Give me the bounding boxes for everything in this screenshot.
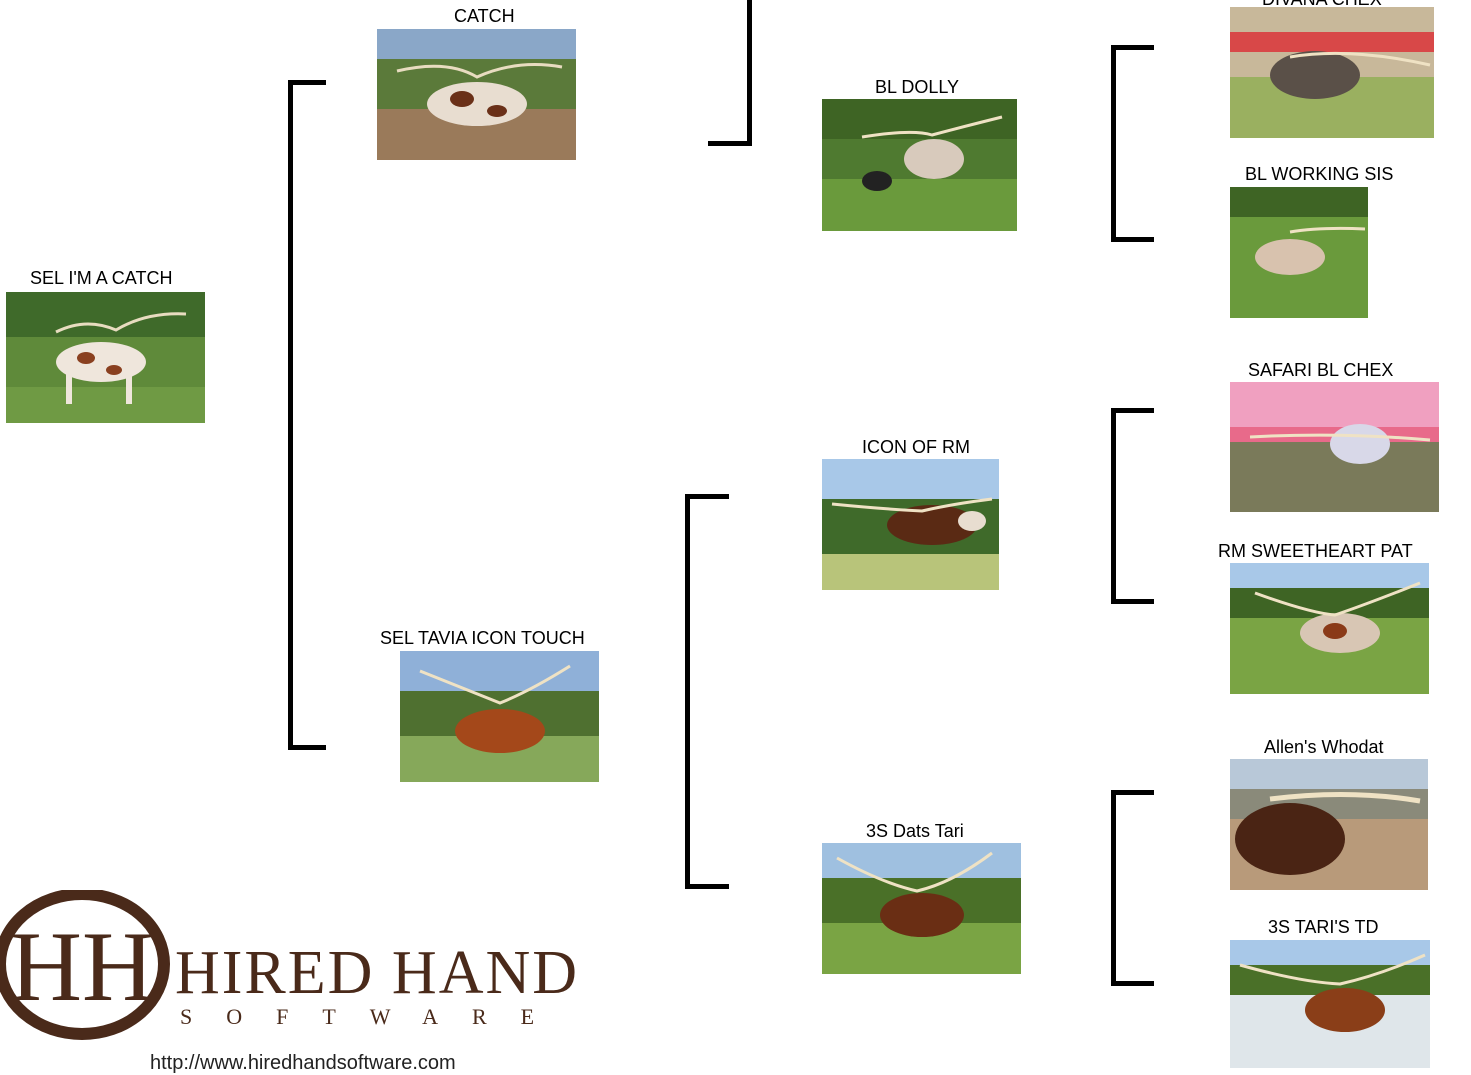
- brand-title: HIRED HAND: [175, 939, 580, 1007]
- animal-photo: [377, 29, 576, 160]
- bracket-catch-to-dolly: [708, 0, 752, 146]
- animal-photo: [822, 843, 1021, 974]
- animal-photo: [6, 292, 205, 423]
- animal-name: SAFARI BL CHEX: [1248, 360, 1394, 380]
- animal-photo: [1230, 563, 1429, 694]
- animal-photo: [822, 99, 1017, 231]
- animal-name: ICON OF RM: [862, 437, 970, 457]
- animal-photo: [1230, 382, 1439, 512]
- animal-name: DIVANA CHEX: [1262, 0, 1382, 9]
- animal-name: BL DOLLY: [875, 77, 960, 97]
- monogram-icon: HH: [0, 890, 170, 1040]
- animal-name: CATCH: [454, 6, 515, 26]
- animal-name: 3S Dats Tari: [866, 821, 964, 841]
- animal-photo: [400, 651, 599, 782]
- bracket-subject-parents: [288, 80, 326, 750]
- animal-name: BL WORKING SIS: [1245, 164, 1394, 184]
- bracket-dolly-parents: [1111, 45, 1154, 242]
- animal-name: Allen's Whodat: [1264, 737, 1384, 757]
- animal-name: 3S TARI'S TD: [1268, 917, 1379, 937]
- animal-name: RM SWEETHEART PAT: [1218, 541, 1413, 561]
- brand-url-link[interactable]: http://www.hiredhandsoftware.com: [150, 1052, 456, 1074]
- animal-photo: [1230, 759, 1428, 890]
- svg-text:HH: HH: [10, 911, 154, 1022]
- animal-name: SEL I'M A CATCH: [30, 268, 173, 288]
- brand-logo: HH HIRED HAND SOFTWARE http://www.hiredh…: [0, 890, 640, 1074]
- animal-photo: [1230, 187, 1368, 318]
- bracket-icon-parents: [1111, 408, 1154, 604]
- brand-subtitle: SOFTWARE: [180, 1004, 569, 1029]
- animal-name: SEL TAVIA ICON TOUCH: [380, 628, 585, 648]
- bracket-tari-parents: [1111, 790, 1154, 986]
- animal-photo: [1230, 940, 1430, 1068]
- animal-photo: [822, 459, 999, 590]
- animal-photo: [1230, 7, 1434, 138]
- bracket-dam-parents: [685, 494, 729, 889]
